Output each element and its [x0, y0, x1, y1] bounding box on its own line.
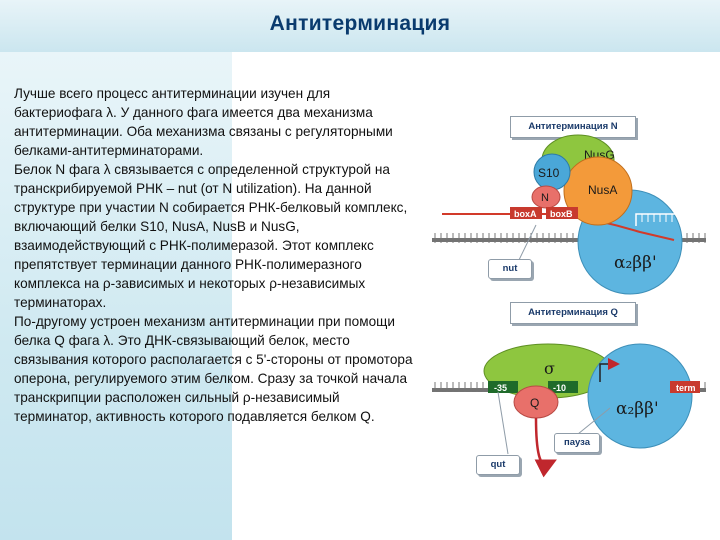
- minus35-label: -35: [494, 383, 507, 393]
- rna-polymerase-q: [587, 343, 693, 449]
- slide-title: Антитерминация: [269, 12, 451, 35]
- pause-callout-line: [577, 407, 611, 435]
- paragraph-2: Белок N фага λ связывается с определенно…: [14, 162, 408, 310]
- boxb-element: [546, 207, 578, 219]
- minus10-box: [548, 381, 578, 393]
- nut-callout: nut: [488, 259, 532, 279]
- paragraph-3: По-другому устроен механизм антитерминац…: [14, 314, 413, 424]
- dna-strand-n: [432, 233, 706, 243]
- side-gradient: [0, 52, 232, 540]
- sigma-label: σ: [544, 359, 555, 378]
- dna-bubble-n: [635, 213, 687, 239]
- boxa-element: [510, 207, 542, 219]
- paragraph-1: Лучше всего процесс антитерминации изуче…: [14, 86, 393, 158]
- polymerase-label-n: α₂ββ': [614, 253, 657, 273]
- n-label: N: [541, 192, 549, 204]
- nut-callout-line: [517, 224, 537, 263]
- boxb-label: boxB: [550, 209, 573, 219]
- minus10-label: -10: [553, 383, 566, 393]
- terminator-label: term: [676, 383, 696, 393]
- s10-label: S10: [538, 166, 560, 180]
- polymerase-label-q: α₂ββ': [616, 399, 659, 419]
- terminator-box: [670, 381, 700, 393]
- nascent-rna-arrow: [534, 417, 557, 478]
- boxa-label: boxA: [514, 209, 537, 219]
- minus35-box: [488, 381, 518, 393]
- slide-header: [0, 0, 720, 52]
- qut-callout: qut: [476, 455, 520, 475]
- q-label: Q: [530, 396, 539, 410]
- nusa-label: NusA: [588, 183, 617, 197]
- pause-callout: пауза: [554, 433, 600, 453]
- body-text: Лучше всего процесс антитерминации изуче…: [14, 84, 414, 426]
- transcription-start-arrow: [599, 358, 620, 382]
- nusa-protein: [563, 156, 633, 226]
- qut-callout-line: [497, 391, 509, 455]
- panel-label-q: Антитерминация Q: [510, 302, 636, 324]
